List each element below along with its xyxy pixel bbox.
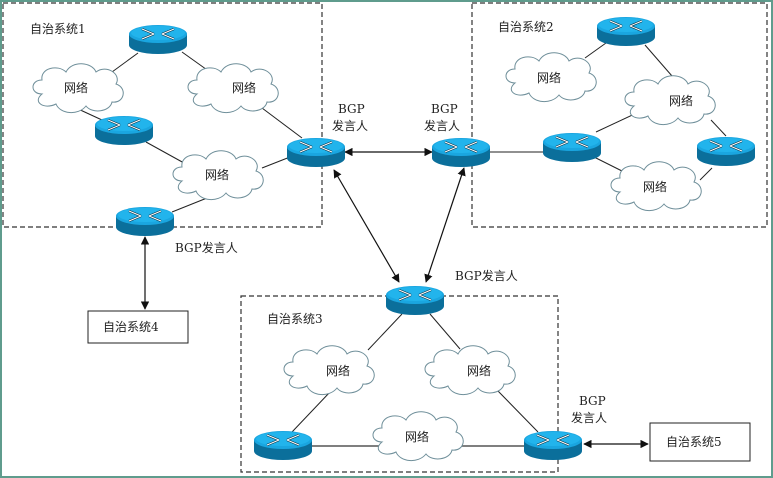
bgp-speaker-label: BGP发言人 [455, 268, 518, 283]
network-label: 网络 [326, 363, 350, 378]
as3-boundary [240, 295, 559, 473]
as3-label: 自治系统3 [267, 312, 323, 326]
network-label: 网络 [643, 179, 667, 194]
router-icon [522, 429, 584, 462]
network-label: 网络 [537, 70, 561, 85]
as1-label: 自治系统1 [30, 22, 86, 36]
bgp-link-as2-as3 [424, 167, 466, 283]
as2-label: 自治系统2 [498, 20, 554, 34]
router-icon [384, 284, 446, 317]
network-label: 网络 [205, 167, 229, 182]
router-icon [695, 135, 757, 168]
as4-label: 自治系统4 [103, 320, 159, 334]
bgp-speaker-label: BGP [338, 102, 365, 116]
router-icon [93, 114, 155, 147]
network-label: 网络 [64, 80, 88, 95]
bgp-speaker-label: 发言人 [424, 118, 460, 133]
network-label: 网络 [467, 363, 491, 378]
as2-links [490, 42, 727, 181]
router-icon [285, 136, 347, 169]
router-icon [595, 15, 657, 48]
router-icon [114, 205, 176, 238]
as5-label: 自治系统5 [666, 435, 722, 449]
bgp-link-as1-as3 [333, 169, 400, 283]
bgp-speaker-label: BGP [431, 102, 458, 116]
bgp-speaker-label: 发言人 [571, 410, 607, 425]
as5-box [649, 422, 751, 462]
as2-boundary [471, 2, 768, 228]
network-label: 网络 [232, 80, 256, 95]
router-icon [127, 23, 189, 56]
network-label: 网络 [669, 93, 693, 108]
bgp-speaker-label: BGP发言人 [175, 240, 238, 255]
router-icon [430, 136, 492, 169]
router-icon [541, 131, 603, 164]
router-icon [252, 429, 314, 462]
as4-box [87, 310, 189, 344]
bgp-speaker-label: BGP [579, 394, 606, 408]
network-label: 网络 [405, 429, 429, 444]
bgp-speaker-label: 发言人 [332, 118, 368, 133]
as3-links [291, 313, 539, 447]
bgp-links [140, 147, 649, 449]
